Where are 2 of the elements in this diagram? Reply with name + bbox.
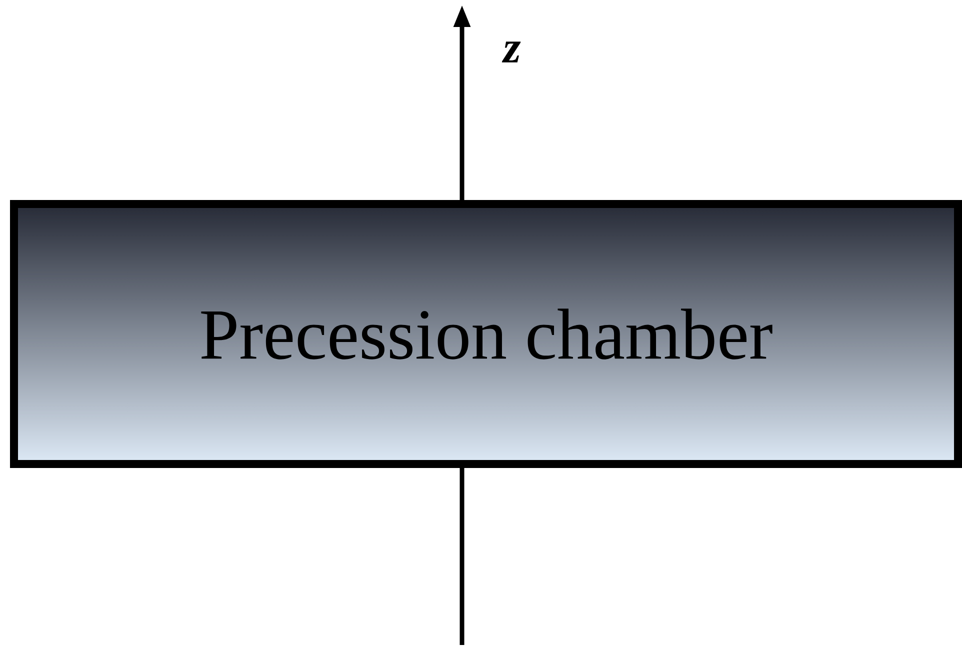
chamber-box: Precession chamber [10,200,962,468]
axis-label: z [502,42,521,62]
